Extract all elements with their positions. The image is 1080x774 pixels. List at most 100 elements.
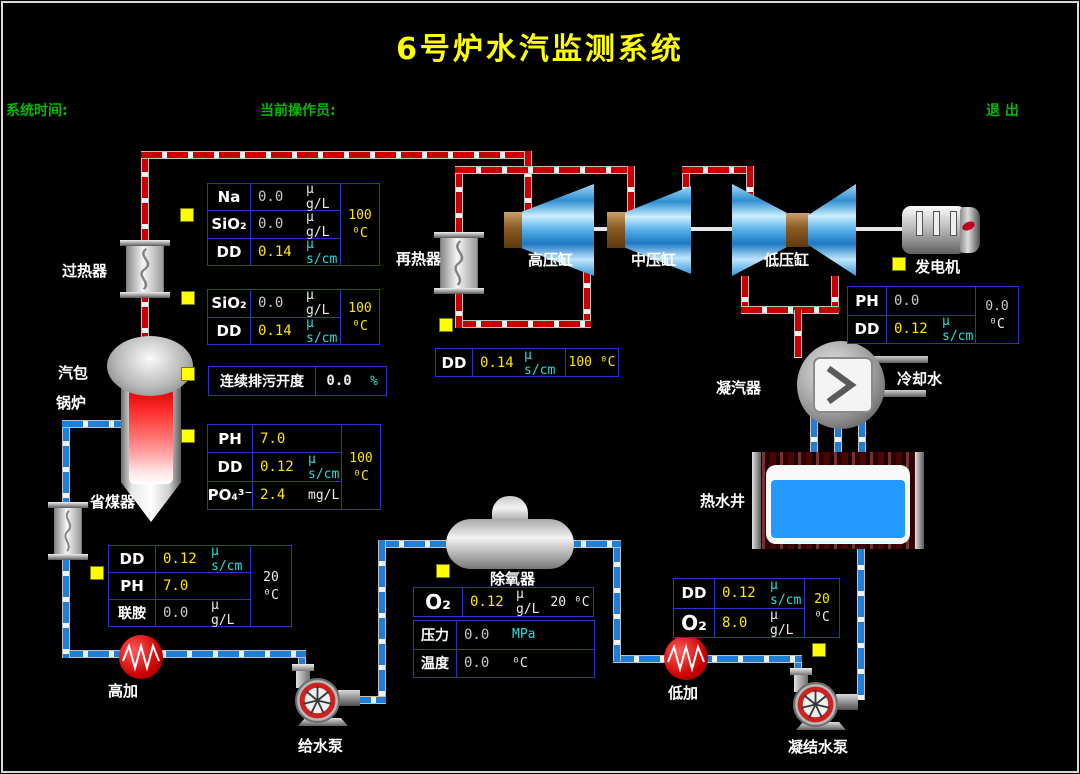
table-row: DD 0.12 μ s/cm <box>109 544 250 574</box>
table-reheat-steam: DD 0.14 μ s/cm 100 ⁰C <box>435 348 619 378</box>
blowdown-label: 连续排污开度 <box>209 367 316 395</box>
pipe-crossover <box>682 166 754 174</box>
coil-squiggle-icon <box>140 248 150 290</box>
temp-value: 20 <box>550 594 567 610</box>
param-value: 0.12 <box>470 594 504 610</box>
indicator-deaerator[interactable] <box>436 564 450 578</box>
flange <box>434 288 484 294</box>
pipe-hp-exhaust <box>583 262 591 328</box>
boiler-flame <box>129 388 173 484</box>
param-value: 0.12 <box>163 551 197 567</box>
hp-heater-symbol <box>119 635 163 679</box>
temp-value: 100 <box>349 450 373 466</box>
condenser-symbol <box>797 341 885 429</box>
economizer-symbol <box>48 502 88 560</box>
table-row: DD 0.12 μ s/cm <box>674 578 804 609</box>
param-label: O₂ <box>414 588 463 616</box>
indicator-condensate[interactable] <box>812 643 826 657</box>
indicator-saturated-steam[interactable] <box>181 291 195 305</box>
param-unit: μ s/cm <box>942 314 974 345</box>
table-row: 联胺 0.0 μ g/L <box>109 598 250 628</box>
condensate-pump-symbol <box>790 668 862 732</box>
label-cooling-water: 冷却水 <box>897 370 943 388</box>
pump-flange <box>790 668 812 675</box>
table-row: Na 0.0 μ g/L <box>208 182 340 212</box>
label-condenser: 凝汽器 <box>716 379 762 397</box>
param-value: 2.4 <box>260 487 286 504</box>
param-label: DD <box>208 238 251 265</box>
param-value: 8.0 <box>722 614 748 631</box>
condenser-box <box>813 357 873 413</box>
indicator-blowdown[interactable] <box>181 367 195 381</box>
pipe-ip-inlet <box>627 166 635 215</box>
flange <box>434 232 484 238</box>
param-label: DD <box>674 579 715 608</box>
table-blowdown: 连续排污开度 0.0 % <box>208 366 387 396</box>
param-value: 7.0 <box>260 430 286 447</box>
table-superheater-steam: Na 0.0 μ g/L SiO₂ 0.0 μ g/L DD 0.14 μ s/… <box>207 182 380 267</box>
indicator-superheater-steam[interactable] <box>180 208 194 222</box>
label-drum: 汽包 <box>58 364 89 382</box>
pipe-lp-exhaust-left <box>741 276 749 314</box>
table-feedwater: DD 0.12 μ s/cm PH 7.0 联胺 0.0 μ g/L 20 ⁰C <box>108 544 292 628</box>
label-hp-cylinder: 高压缸 <box>528 251 574 269</box>
pipe-condensate-riser <box>613 541 621 661</box>
operator-label: 当前操作员: <box>260 103 336 119</box>
temp-value: 100 <box>568 355 592 370</box>
label-hotwell: 热水井 <box>700 492 746 510</box>
table-row: 温度 0.0 ⁰C <box>414 649 594 677</box>
param-label: 温度 <box>414 649 457 677</box>
table-row: SiO₂ 0.0 μ g/L <box>208 288 340 318</box>
flange <box>120 292 170 298</box>
hp-inlet-hub <box>504 212 522 248</box>
pipe-main-steam-header <box>141 151 532 159</box>
label-boiler: 锅炉 <box>56 394 87 412</box>
temp-unit: ⁰C <box>352 226 368 241</box>
param-value: 0.0 <box>464 626 490 643</box>
table-row: DD 0.12 μ s/cm <box>848 314 975 345</box>
temp-cell: 0.0 ⁰C <box>975 287 1018 343</box>
indicator-generator[interactable] <box>892 257 906 271</box>
ip-inlet-hub <box>607 212 625 248</box>
hotwell-water-level <box>771 480 905 538</box>
pump-impeller-icon <box>793 682 838 727</box>
chevron-right-icon <box>826 365 857 405</box>
table-boiler-water: PH 7.0 DD 0.12 μ s/cm PO₄³⁻ 2.4 mg/L 100… <box>207 424 381 510</box>
pipe-cooling-water-out <box>868 390 926 397</box>
param-label: 联胺 <box>109 600 156 626</box>
label-lp-cylinder: 低压缸 <box>764 251 810 269</box>
system-time-label: 系统时间: <box>6 103 68 119</box>
param-label: DD <box>208 453 253 481</box>
param-value: 0.14 <box>480 354 514 371</box>
param-unit: MPa <box>512 627 536 643</box>
page-title: 6号炉水汽监测系统 <box>396 32 684 67</box>
param-value: 0.0 <box>464 655 490 672</box>
temp-unit: ⁰C <box>263 587 279 603</box>
generator-pin <box>916 211 923 236</box>
indicator-feedwater[interactable] <box>90 566 104 580</box>
param-value: 0.12 <box>260 458 294 475</box>
pipe-condensate-pump-discharge <box>794 655 802 677</box>
param-label: DD <box>109 546 156 572</box>
blowdown-value: 0.0 <box>326 373 352 389</box>
label-feed-pump: 给水泵 <box>298 737 344 755</box>
generator-pin <box>933 211 940 236</box>
param-value: 0.12 <box>722 585 756 602</box>
deaerator-symbol <box>446 494 574 570</box>
param-label: DD <box>848 315 887 343</box>
zigzag-coil-icon <box>667 643 705 673</box>
label-deaerator: 除氧器 <box>490 570 536 588</box>
param-value: 0.0 <box>894 292 920 309</box>
table-row: DD 0.14 μ s/cm <box>208 316 340 346</box>
param-label: PH <box>109 573 156 599</box>
pump-impeller-icon <box>295 678 340 723</box>
indicator-reheat-steam[interactable] <box>439 318 453 332</box>
param-label: SiO₂ <box>208 290 251 317</box>
temp-unit: ⁰C <box>814 609 830 625</box>
pipe-cooling-water-in <box>868 356 928 363</box>
indicator-boiler-water[interactable] <box>181 429 195 443</box>
table-row: 压力 0.0 MPa <box>414 621 594 650</box>
param-label: PH <box>848 287 887 315</box>
exit-button[interactable]: 退 出 <box>986 103 1019 119</box>
